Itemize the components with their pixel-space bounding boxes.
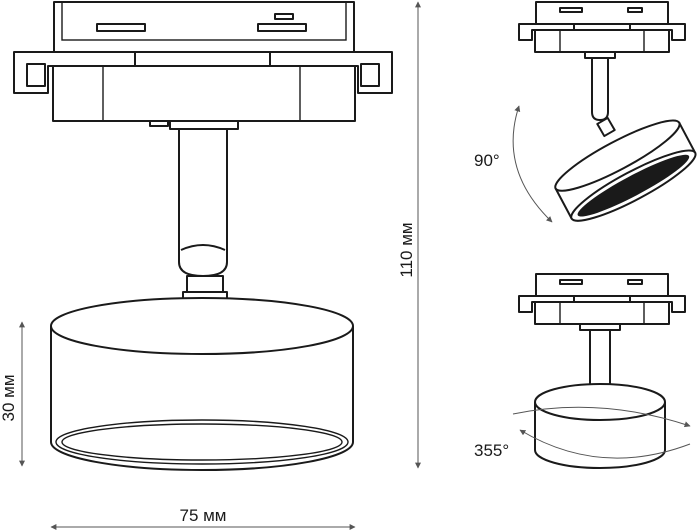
tilt-view-head (554, 119, 697, 222)
track-adapter (13, 1, 393, 122)
dimension-body-height: 30 мм (0, 321, 25, 467)
dimension-width: 75 мм (50, 506, 356, 530)
height-label: 110 мм (397, 222, 416, 277)
rotation-arc-back (512, 406, 691, 428)
tilt-view-adapter (518, 1, 686, 59)
tilt-angle-label: 90° (474, 151, 500, 170)
width-label: 75 мм (179, 506, 226, 525)
tilt-view: 90° (474, 1, 697, 223)
main-view: 110 мм 30 мм 75 мм (0, 1, 421, 530)
rotation-view: 355° (474, 273, 691, 469)
body-height-label: 30 мм (0, 374, 18, 421)
rotation-view-adapter (518, 273, 686, 331)
tilt-view-stem (591, 57, 616, 138)
dimension-height: 110 мм (397, 1, 421, 469)
stem (149, 120, 239, 301)
tilt-arc (512, 105, 553, 223)
rotation-angle-label: 355° (474, 441, 509, 460)
rotation-arc-front (519, 429, 691, 459)
lamp-head (50, 297, 354, 471)
